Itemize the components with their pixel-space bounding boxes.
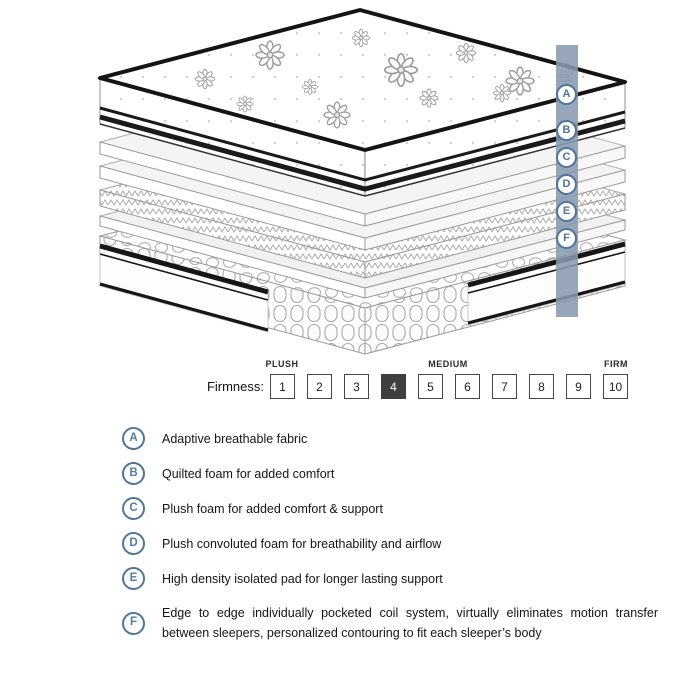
legend-item: E High density isolated pad for longer l… xyxy=(122,567,443,590)
firmness-box: 6 xyxy=(455,374,480,399)
firmness-box: 7 xyxy=(492,374,517,399)
scale-label-medium: MEDIUM xyxy=(428,359,468,369)
firmness-box: 4 xyxy=(381,374,406,399)
firmness-box: 10 xyxy=(603,374,628,399)
legend-item: A Adaptive breathable fabric xyxy=(122,427,307,450)
layer-marker-d: D xyxy=(556,174,577,195)
legend-marker-c: C xyxy=(122,497,145,520)
edge-rail-right-icon xyxy=(467,241,626,326)
scale-label-plush: PLUSH xyxy=(265,359,299,369)
legend-item: C Plush foam for added comfort & support xyxy=(122,497,383,520)
legend-text-f: Edge to edge individually pocketed coil … xyxy=(162,606,658,640)
firmness-box: 9 xyxy=(566,374,591,399)
legend-marker-e: E xyxy=(122,567,145,590)
legend-item: B Quilted foam for added comfort xyxy=(122,462,334,485)
firmness-label: Firmness: xyxy=(206,379,264,394)
legend-text-c: Plush foam for added comfort & support xyxy=(162,501,383,516)
layer-marker-f: F xyxy=(556,228,577,249)
legend-text-b: Quilted foam for added comfort xyxy=(162,466,335,481)
firmness-scale: 1 2 3 4 5 6 7 8 9 10 xyxy=(270,374,628,399)
legend-text-a: Adaptive breathable fabric xyxy=(162,431,308,446)
legend-marker-b: B xyxy=(122,462,145,485)
layer-marker-c: C xyxy=(556,147,577,168)
layer-marker-a: A xyxy=(556,84,577,105)
firmness-box: 8 xyxy=(529,374,554,399)
layer-a-fabric-top xyxy=(98,8,627,197)
legend-marker-d: D xyxy=(122,532,145,555)
firmness-box: 2 xyxy=(307,374,332,399)
legend-marker-f: F xyxy=(122,611,145,635)
firmness-box: 5 xyxy=(418,374,443,399)
firmness-box: 3 xyxy=(344,374,369,399)
legend-marker-a: A xyxy=(122,427,145,450)
scale-label-firm: FIRM xyxy=(604,359,628,369)
edge-rail-left-icon xyxy=(99,243,269,333)
layer-marker-b: B xyxy=(556,120,577,141)
legend-text-d: Plush convoluted foam for breathability … xyxy=(162,536,442,551)
mattress-exploded-illustration xyxy=(98,8,627,355)
layer-marker-e: E xyxy=(556,201,577,222)
legend-item: F Edge to edge individually pocketed coi… xyxy=(122,603,658,643)
firmness-box: 1 xyxy=(270,374,295,399)
legend-item: D Plush convoluted foam for breathabilit… xyxy=(122,532,441,555)
legend-text-e: High density isolated pad for longer las… xyxy=(162,571,443,586)
